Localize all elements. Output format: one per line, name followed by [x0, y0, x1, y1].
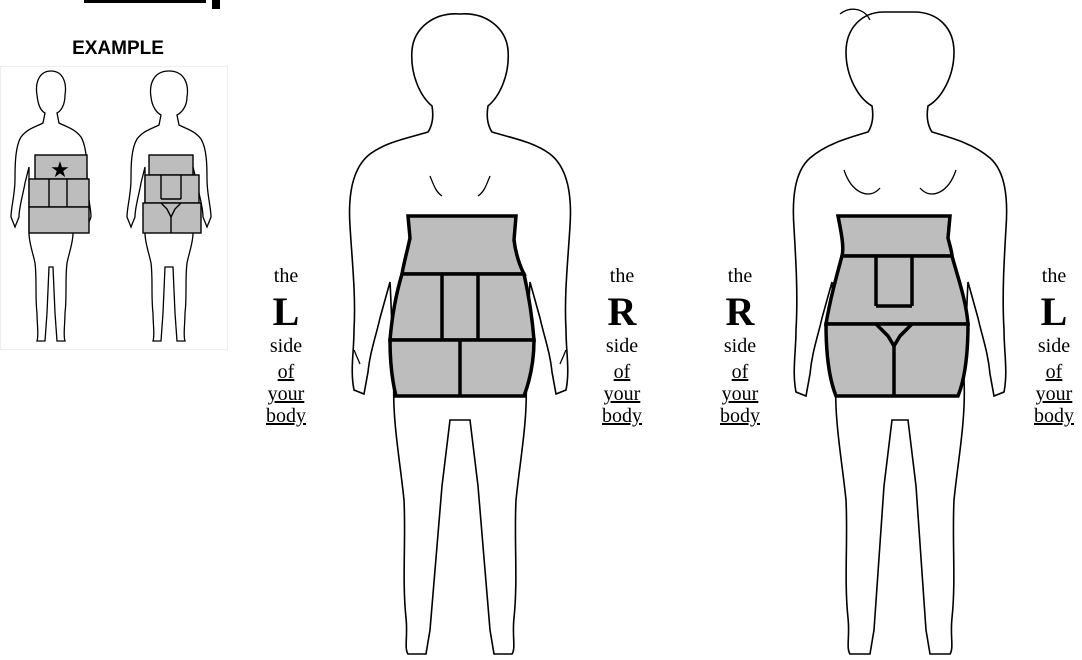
- label-side-letter: R: [592, 292, 652, 332]
- example-front-regions: [143, 155, 201, 233]
- back-body-figure: [330, 0, 590, 660]
- label-left-of-back-figure: the L side of your body: [256, 266, 316, 428]
- header-underline-mark: [84, 0, 206, 9]
- label-word-side: side: [710, 336, 770, 356]
- label-left-of-front-figure: the R side of your body: [710, 266, 770, 428]
- label-word-of: of: [256, 362, 316, 382]
- label-side-letter: R: [710, 292, 770, 332]
- label-word-side: side: [1024, 336, 1082, 356]
- label-word-body: body: [256, 406, 316, 426]
- label-word-the: the: [1024, 266, 1082, 286]
- front-body-figure: [780, 0, 1020, 660]
- back-region-grid: [390, 216, 534, 396]
- label-word-of: of: [710, 362, 770, 382]
- label-word-your: your: [710, 384, 770, 404]
- label-word-the: the: [256, 266, 316, 286]
- label-word-your: your: [256, 384, 316, 404]
- label-word-side: side: [256, 336, 316, 356]
- label-word-of: of: [1024, 362, 1082, 382]
- label-word-side: side: [592, 336, 652, 356]
- label-right-of-back-figure: the R side of your body: [592, 266, 652, 428]
- label-word-the: the: [710, 266, 770, 286]
- label-side-letter: L: [256, 292, 316, 332]
- label-word-body: body: [1024, 406, 1082, 426]
- label-word-your: your: [592, 384, 652, 404]
- front-region-grid: [826, 216, 968, 396]
- label-word-the: the: [592, 266, 652, 286]
- label-right-of-front-figure: the L side of your body: [1024, 266, 1082, 428]
- example-title: EXAMPLE: [30, 38, 206, 60]
- label-word-body: body: [710, 406, 770, 426]
- label-word-body: body: [592, 406, 652, 426]
- example-panel: ★: [0, 66, 228, 350]
- label-word-your: your: [1024, 384, 1082, 404]
- star-icon: ★: [50, 158, 70, 183]
- label-word-of: of: [592, 362, 652, 382]
- label-side-letter: L: [1024, 292, 1082, 332]
